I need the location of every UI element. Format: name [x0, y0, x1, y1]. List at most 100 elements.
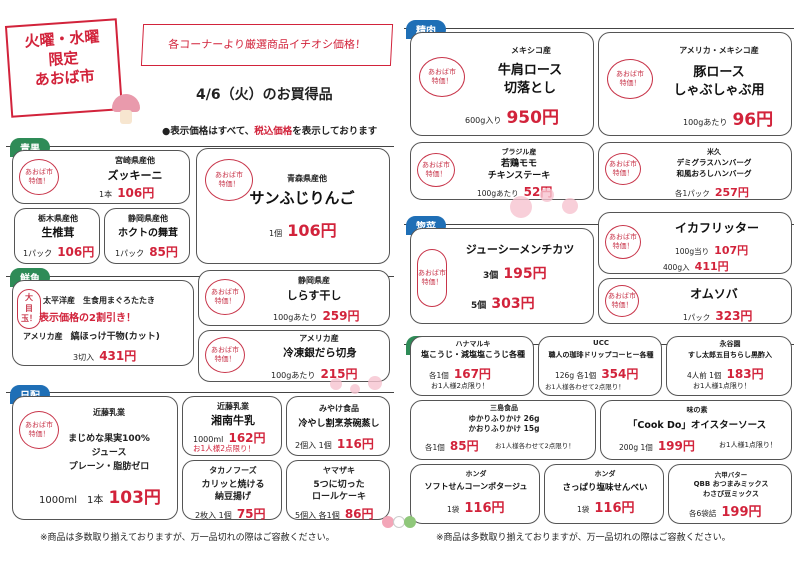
tokka-badge: あおば市特価！ — [605, 285, 639, 317]
apple-price: 106円 — [287, 221, 337, 240]
apple-name: サンふじりんご — [249, 189, 355, 207]
rokka-line-2: わさび豆ミックス — [703, 490, 759, 498]
senbei-name: さっぱり塩味せんべい — [562, 483, 648, 493]
cookdo-qty: 200g 1個 — [619, 443, 653, 452]
yukari-price: 85円 — [449, 439, 479, 453]
squid-price-2: 411円 — [694, 260, 729, 273]
natto-qty: 2枚入 1個 — [195, 511, 232, 520]
hanamaruki-maker: ハナマルキ — [455, 340, 491, 348]
rokka-line-1: QBB おつまみミックス — [693, 480, 769, 488]
zucchini-card: あおば市特価！ 宮崎県産他 ズッキーニ 1本 106円 — [12, 150, 190, 204]
notice-prefix: ●表示価格はすべて、 — [162, 126, 255, 137]
yogurt-line-1: まじめな果実100% — [68, 434, 150, 444]
banner-text: 各コーナーより厳選商品イチオシ価格！ — [167, 38, 367, 51]
flower-decoration — [510, 196, 532, 218]
tokka-badge: あおば市特価！ — [419, 57, 465, 97]
hamburg-qty: 各1パック — [675, 189, 710, 198]
shirasu-name: しらす干し — [286, 289, 342, 302]
cookdo-card: 味の素 「Cook Do」オイスターソース 200g 1個 199円 お1人様1… — [600, 400, 792, 460]
omsoba-name: オムソバ — [690, 287, 738, 301]
tara-card: あおば市特価！ アメリカ産 冷凍銀だら切身 100gあたり 215円 — [198, 330, 390, 382]
yogurt-line-2: ジュース — [91, 448, 127, 458]
ucc-card: UCC 職人の珈琲ドリップコーヒー各種 126g 各1個 354円 お1人様各わ… — [538, 336, 662, 396]
squid-qty-2: 400g入 — [663, 263, 690, 272]
hamburg-card: あおば市特価！ 米久 デミグラスハンバーグ 和風おろしハンバーグ 各1パック 2… — [598, 142, 792, 200]
hokke-maker: アメリカ産 — [23, 332, 63, 341]
tara-price: 215円 — [320, 367, 358, 381]
cake-line-1: 5つに切った — [313, 480, 365, 490]
nagatanien-limit: お1人様1点限り！ — [693, 382, 751, 390]
yogurt-line-3: プレーン・脂肪ゼロ — [68, 462, 150, 472]
hamburg-name-1: デミグラスハンバーグ — [676, 158, 752, 167]
hokke-qty: 3切入 — [73, 353, 95, 362]
tokka-badge: あおば市特価！ — [19, 159, 59, 195]
apple-maker: 青森県産他 — [287, 174, 327, 183]
price-notice: ●表示価格はすべて、税込価格を表示しております — [162, 123, 377, 137]
yogurt-qty: 1000ml 1本 — [39, 495, 104, 506]
menchi-qty-2: 5個 — [471, 301, 487, 311]
chicken-qty: 100gあたり — [477, 189, 519, 198]
chicken-card: あおば市特価！ ブラジル産 若鶏モモ チキンステーキ 100gあたり 52円 — [410, 142, 594, 200]
tokka-badge: あおば市特価！ — [605, 153, 641, 185]
nagatanien-price: 183円 — [726, 367, 764, 381]
yukari-line-2: かおりふりかけ 15g — [468, 424, 540, 433]
daily-divider — [6, 392, 394, 393]
potage-maker: ホンダ — [465, 470, 487, 478]
tokka-badge: あおば市特価！ — [19, 411, 59, 449]
chawan-name: 冷やし割烹茶碗蒸し — [298, 419, 380, 429]
milk-limit: お1人様2点限り！ — [193, 444, 256, 453]
shiitake-price: 106円 — [57, 245, 95, 259]
cake-line-2: ロールケーキ — [311, 492, 366, 502]
flower-decoration — [330, 378, 342, 390]
cookdo-price: 199円 — [657, 439, 695, 453]
squid-qty-1: 100g当り — [675, 247, 710, 256]
yukari-qty: 各1個 — [425, 443, 445, 452]
natto-line-1: カリッと焼ける — [201, 480, 265, 490]
cookdo-limit: お1人様1点限り！ — [719, 441, 777, 449]
nagatanien-maker: 永谷園 — [719, 340, 741, 348]
maitake-maker: 静岡県産他 — [128, 214, 168, 223]
menchi-price-1: 195円 — [503, 266, 547, 282]
potage-card: ホンダ ソフトせんコーンポタージュ 1袋 116円 — [410, 464, 540, 524]
yukari-maker: 三島食品 — [490, 404, 518, 412]
dango-illustration — [380, 512, 420, 532]
chawan-price: 116円 — [336, 437, 374, 451]
milk-qty: 1000ml — [193, 435, 224, 444]
tokka-badge: あおば市特価！ — [417, 249, 447, 307]
chicken-name-2: チキンステーキ — [487, 171, 551, 181]
shiitake-qty: 1パック — [23, 249, 53, 258]
menchi-name: ジューシーメンチカツ — [465, 243, 575, 256]
natto-price: 75円 — [236, 507, 266, 521]
maitake-name: ホクトの舞茸 — [118, 228, 178, 239]
hamburg-price: 257円 — [714, 186, 749, 199]
omsoba-card: あおば市特価！ オムソバ 1パック 323円 — [598, 278, 792, 324]
ucc-name: 職人の珈琲ドリップコーヒー各種 — [548, 351, 654, 359]
flower-decoration — [540, 188, 554, 202]
cake-card: ヤマザキ 5つに切った ロールケーキ 5個入 各1個 86円 — [286, 460, 390, 521]
rokka-maker: 六甲バター — [714, 471, 748, 479]
squid-name: イカフリッター — [674, 221, 759, 235]
senbei-price: 116円 — [594, 501, 635, 516]
omsoba-qty: 1パック — [683, 313, 711, 322]
tokka-badge: あおば市特価！ — [205, 159, 253, 201]
cookdo-name: 「Cook Do」オイスターソース — [627, 420, 767, 431]
menchi-price-2: 303円 — [491, 296, 535, 312]
natto-card: タカノフーズ カリッと焼ける 納豆揚げ 2枚入 1個 75円 — [182, 460, 282, 521]
natto-maker: タカノフーズ — [209, 466, 257, 475]
milk-maker: 近藤乳業 — [217, 402, 249, 411]
omsoba-price: 323円 — [715, 309, 753, 323]
cookdo-maker: 味の素 — [686, 406, 708, 414]
shiitake-name: 生椎茸 — [41, 226, 75, 239]
ucc-limit: お1人様各わせて2点限り！ — [545, 383, 625, 391]
zucchini-qty: 1本 — [99, 190, 113, 199]
nagatanien-name: すし太郎五目ちらし黒酢入 — [688, 351, 772, 359]
tara-qty: 100gあたり — [271, 371, 316, 380]
milk-card: 近藤乳業 湘南牛乳 1000ml 162円 お1人様2点限り！ — [182, 396, 282, 456]
cake-qty: 5個入 各1個 — [295, 511, 340, 520]
pork-qty: 100gあたり — [683, 118, 728, 127]
oomedama-badge: 大目玉！ — [17, 289, 41, 329]
nagatanien-card: 永谷園 すし太郎五目ちらし黒酢入 4人前 1個 183円 お1人様1点限り！ — [666, 336, 792, 396]
natto-line-2: 納豆揚げ — [214, 492, 251, 502]
zucchini-name: ズッキーニ — [107, 169, 163, 182]
yogurt-card: あおば市特価！ 近藤乳業 まじめな果実100% ジュース プレーン・脂肪ゼロ 1… — [12, 396, 178, 520]
